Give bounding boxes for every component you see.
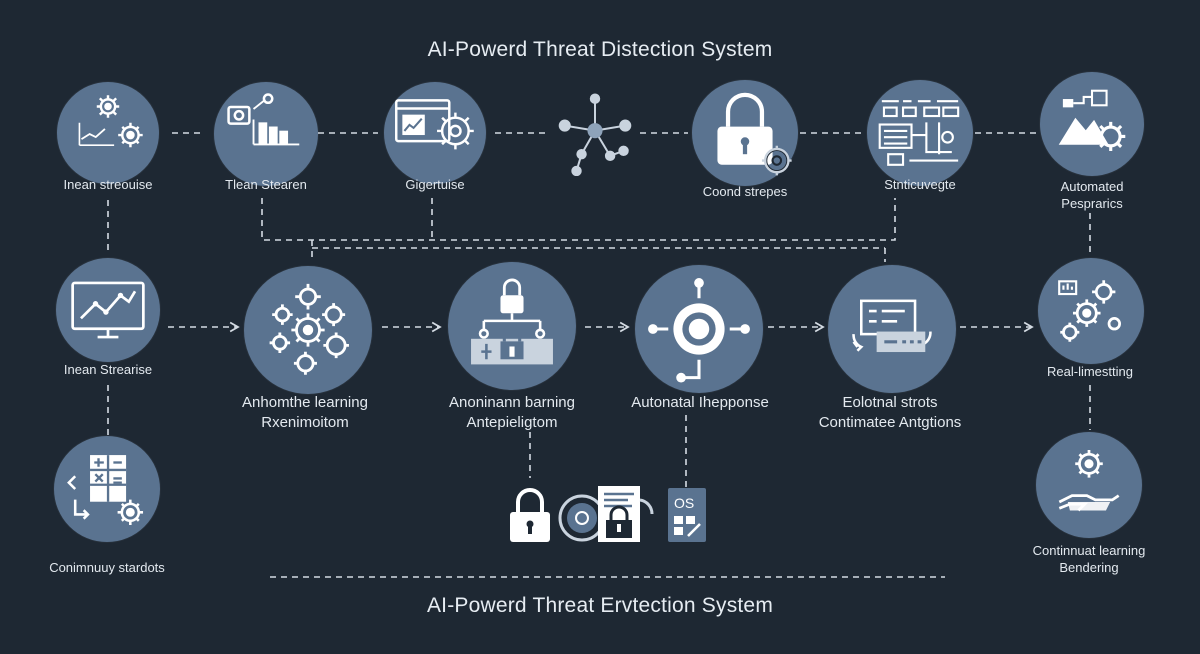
panel-cycle-icon [852, 299, 932, 353]
node-lock-network [448, 262, 576, 390]
label-node-14: Conimnuuy stardots [49, 560, 165, 575]
label-node-3: Gigertuise [405, 177, 465, 192]
node-target-hub [635, 265, 763, 393]
node-mountain-gear [1040, 72, 1144, 176]
network-nodes-icon [558, 93, 632, 176]
camera-bars-icon [227, 93, 300, 146]
os-calculator-icon: OS [668, 488, 706, 542]
node-hand-gear [1036, 432, 1142, 538]
node-gears-chart [57, 82, 159, 184]
target-hub-icon [648, 278, 750, 383]
label-node-2: Tlean Stearen [225, 177, 307, 192]
lock-network-icon [471, 278, 553, 365]
gear-cluster-icon [269, 283, 349, 375]
node-monitor-trend [56, 258, 160, 362]
node-gears-bars [1038, 258, 1144, 364]
circuit-board-icon [878, 100, 960, 166]
padlock-gear-icon [717, 92, 792, 176]
security-cluster: OS [510, 486, 706, 542]
calculator-gear-icon [67, 455, 144, 526]
label-node-5: Coond strepes [702, 184, 788, 199]
node-padlock-gear [692, 80, 798, 186]
node-network [553, 92, 637, 176]
gears-bars-icon [1058, 280, 1121, 342]
document-lock-icon [598, 486, 654, 542]
hand-gear-icon [1058, 450, 1120, 512]
diagram-title: AI-Powerd Threat Distection System [427, 38, 773, 61]
label-node-13: Real-limestting [1047, 364, 1133, 379]
diagram-footer-title: AI-Powerd Threat Ervtection System [426, 594, 774, 617]
node-gear-cluster [244, 266, 372, 394]
gears-chart-icon [78, 95, 143, 148]
label-node-11: Autonatal Ihepponse [631, 394, 769, 411]
mountain-gear-icon [1058, 89, 1126, 152]
node-dashboard-gear [384, 82, 486, 184]
lock-gear-icon [558, 494, 606, 542]
label-node-8: Inean Strearise [63, 362, 153, 377]
dashboard-gear-icon [395, 99, 474, 150]
monitor-trend-icon [71, 281, 145, 339]
svg-text:OS: OS [674, 495, 694, 511]
node-panel-cycle [828, 265, 956, 393]
label-node-6: Stnticuvegte [884, 177, 956, 192]
label-node-1: Inean streouise [63, 177, 153, 192]
node-circuit [867, 80, 973, 186]
padlock-icon [510, 488, 550, 542]
bus-left [261, 198, 896, 241]
node-calculator-gear [54, 436, 160, 542]
node-camera-bars [214, 82, 318, 186]
